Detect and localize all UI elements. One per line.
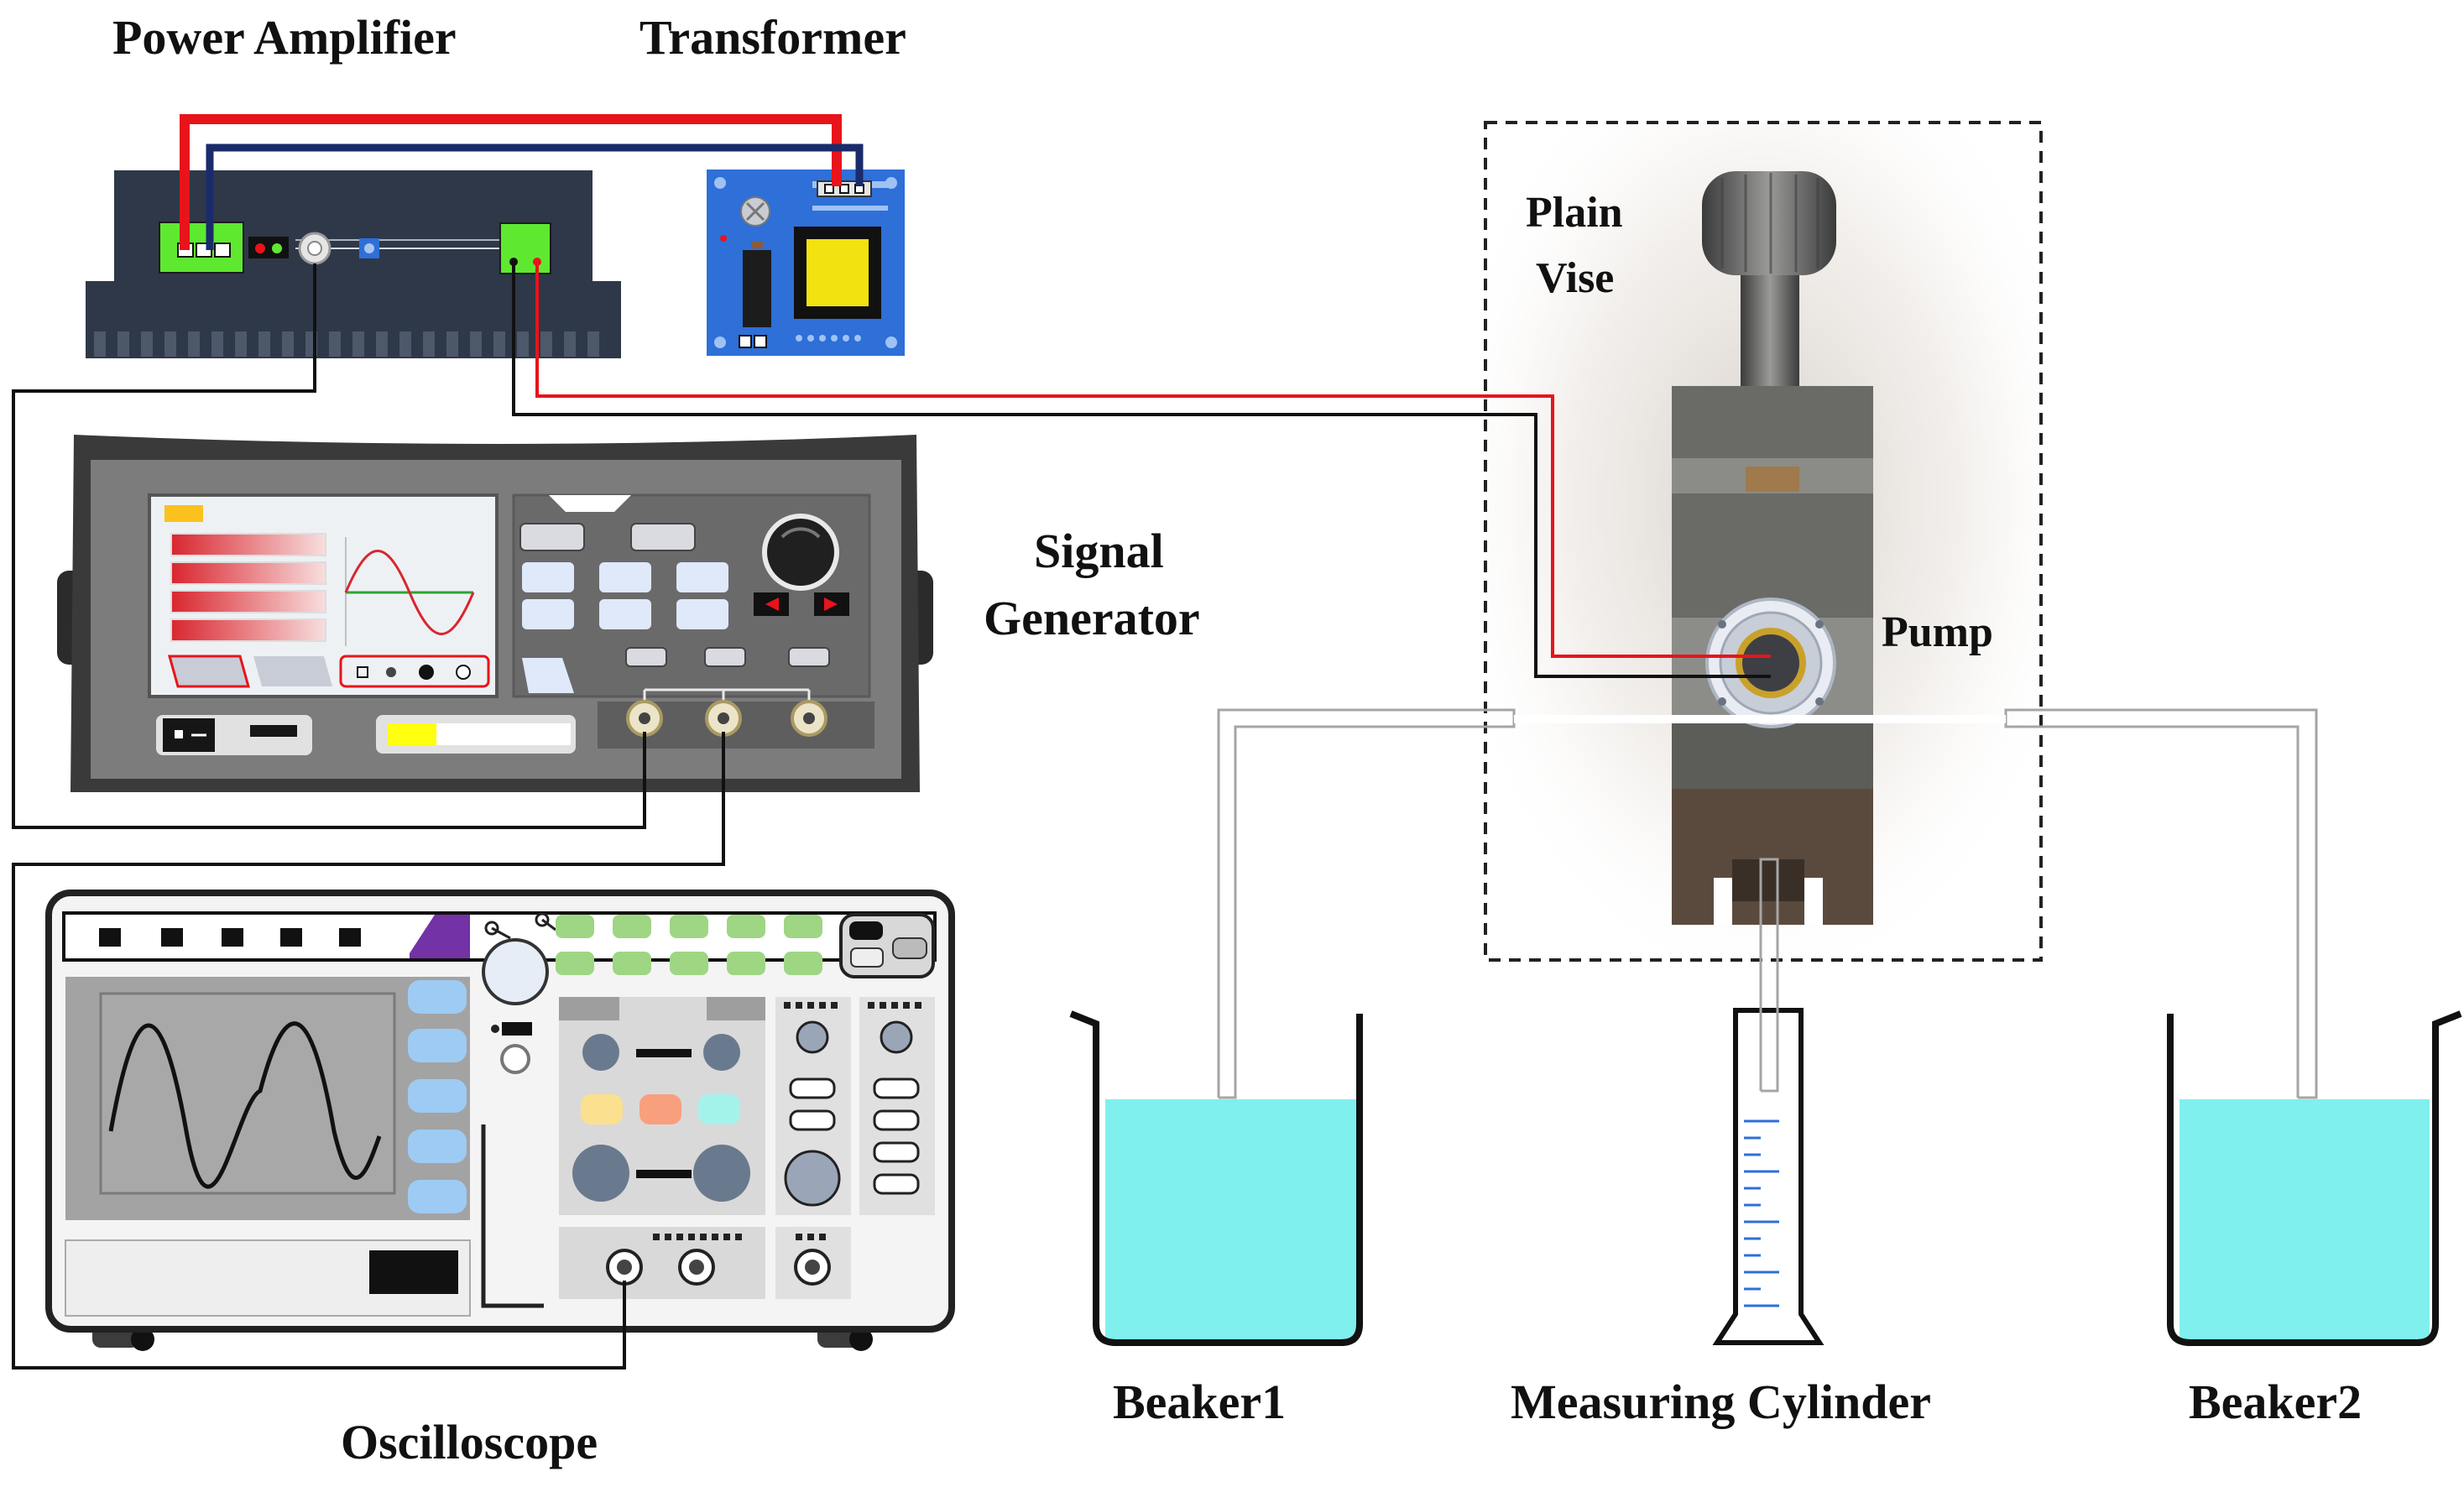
signal-generator-label-line2: Generator: [984, 591, 1200, 645]
transformer-label: Transformer: [639, 10, 906, 65]
measuring-cylinder-label: Measuring Cylinder: [1511, 1375, 1931, 1429]
amplifier-transformer-wires: [180, 114, 864, 250]
signal-generator: [57, 435, 933, 792]
signal-generator-label-line1: Signal: [1034, 524, 1164, 578]
measuring-cylinder: [1712, 1008, 1825, 1345]
plain-vise-label-line1: Plain: [1526, 189, 1623, 237]
oscilloscope-label: Oscilloscope: [341, 1415, 598, 1469]
signal-wires: [12, 262, 1771, 1370]
power-amplifier: [86, 170, 621, 358]
plain-vise-label-line2: Vise: [1536, 254, 1614, 302]
beaker2-label: Beaker2: [2189, 1375, 2362, 1429]
oscilloscope: [45, 890, 955, 1351]
beaker1-label: Beaker1: [1113, 1375, 1286, 1429]
tubes: [1217, 708, 2318, 1099]
plain-vise: [1484, 121, 2043, 962]
beaker2: [2167, 1010, 2462, 1346]
transformer-board: [707, 170, 905, 356]
power-amplifier-label: Power Amplifier: [112, 10, 457, 65]
pump-label: Pump: [1882, 608, 1993, 656]
pump: [1705, 597, 1836, 728]
beaker1: [1069, 1010, 1363, 1346]
